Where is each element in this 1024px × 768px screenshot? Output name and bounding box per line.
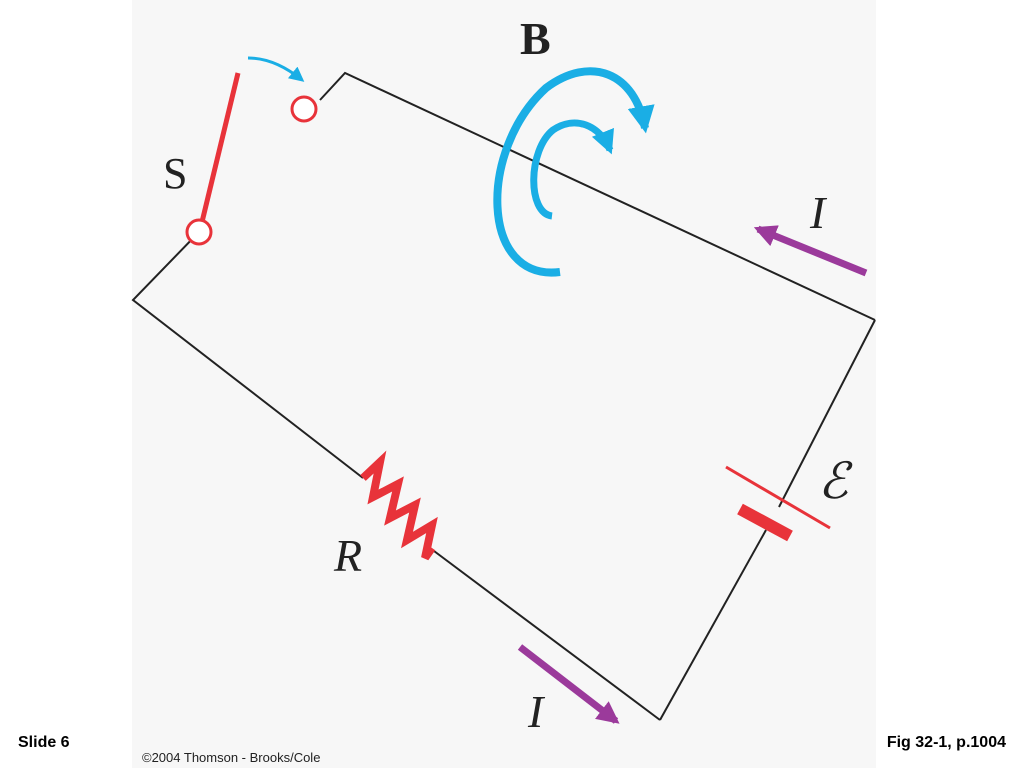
wire-right-lower [659, 529, 767, 721]
current-arrow-top [753, 225, 868, 277]
field-loop-outer [493, 67, 655, 277]
label-magnetic-field: B [520, 13, 551, 64]
copyright-notice: ©2004 Thomson - Brooks/Cole [142, 750, 321, 765]
switch-closing-arrow [247, 56, 305, 82]
circuit-wires [131, 71, 876, 721]
switch-pivot-terminal [185, 218, 213, 246]
battery-short-plate [737, 503, 793, 542]
magnetic-field-lines [493, 67, 655, 277]
switch-blade [199, 72, 241, 223]
label-emf: ℰ [818, 453, 853, 509]
label-current-top: I [809, 187, 828, 238]
switch-contact-terminal [290, 95, 318, 123]
label-resistor: R [333, 530, 362, 581]
wire-top [319, 71, 876, 321]
wire-left [131, 231, 364, 479]
battery [725, 465, 831, 542]
battery-long-plate [725, 465, 831, 530]
wire-bottom [429, 547, 661, 721]
slide-number: Slide 6 [18, 734, 70, 751]
wire-right-upper [778, 319, 876, 508]
resistor-zigzag [360, 450, 438, 561]
figure-background [132, 0, 876, 768]
switch [185, 56, 318, 246]
label-current-bottom: I [527, 686, 546, 737]
label-switch: S [163, 149, 187, 198]
current-arrow-bottom [517, 644, 620, 724]
field-loop-inner [530, 119, 614, 220]
figure-reference: Fig 32-1, p.1004 [886, 734, 1006, 751]
